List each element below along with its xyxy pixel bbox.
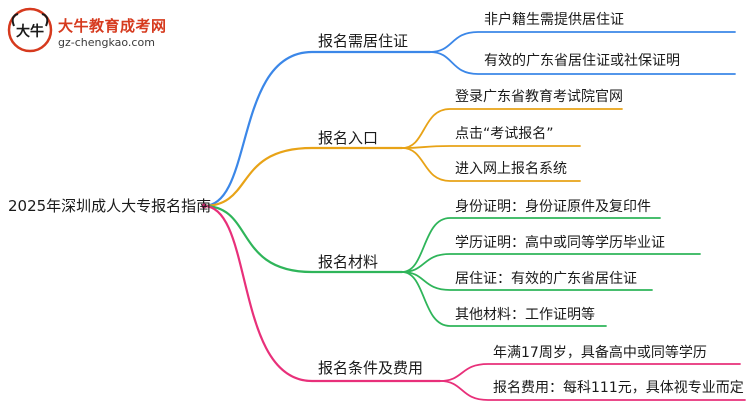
leaf-materials-2: 学历证明：高中或同等学历毕业证 [455,235,665,251]
branch-connector [202,146,404,208]
leaf-connector [401,147,581,182]
leaf-materials-3: 居住证：有效的广东省居住证 [455,271,637,287]
branch-connector [202,50,432,208]
mindmap-root: 2025年深圳成人大专报名指南 [8,197,212,215]
root-junction-dot [201,203,207,209]
leaf-conditions-2: 报名费用：每科111元，具体视专业而定 [493,380,744,396]
leaf-conditions-1: 年满17周岁，具备高中或同等学历 [493,345,707,361]
logo-mark-text: 大牛 [16,23,44,40]
branch-residence-permit: 报名需居住证 [318,32,409,50]
branch-connector [202,204,404,274]
leaf-connector [439,363,741,382]
leaf-materials-1: 身份证明：身份证原件及复印件 [455,199,651,215]
leaf-entry-3: 进入网上报名系统 [455,161,567,177]
leaf-connector [401,253,701,273]
branch-connector [202,204,442,383]
leaf-connector [429,51,736,75]
leaf-connector [401,108,623,149]
logo-name: 大牛教育成考网 [58,17,167,35]
leaf-connector [439,380,746,401]
leaf-connector [401,271,607,327]
bull-logo-icon: 大牛 [7,7,53,53]
leaf-connector [401,271,653,291]
leaf-connector [401,145,581,149]
leaf-residence-2: 有效的广东省居住证或社保证明 [484,53,680,69]
leaf-connector [401,217,661,273]
leaf-entry-1: 登录广东省教育考试院官网 [455,89,623,105]
leaf-materials-4: 其他材料：工作证明等 [455,307,595,323]
branch-conditions-fees: 报名条件及费用 [318,359,424,377]
branch-materials: 报名材料 [318,253,379,271]
site-logo: 大牛 大牛教育成考网 gz-chengkao.com [6,6,176,54]
logo-url: gz-chengkao.com [58,36,155,49]
branch-entry: 报名入口 [318,129,379,147]
leaf-residence-1: 非户籍生需提供居住证 [484,12,624,28]
leaf-connector [429,31,736,53]
leaf-entry-2: 点击“考试报名” [455,126,554,142]
